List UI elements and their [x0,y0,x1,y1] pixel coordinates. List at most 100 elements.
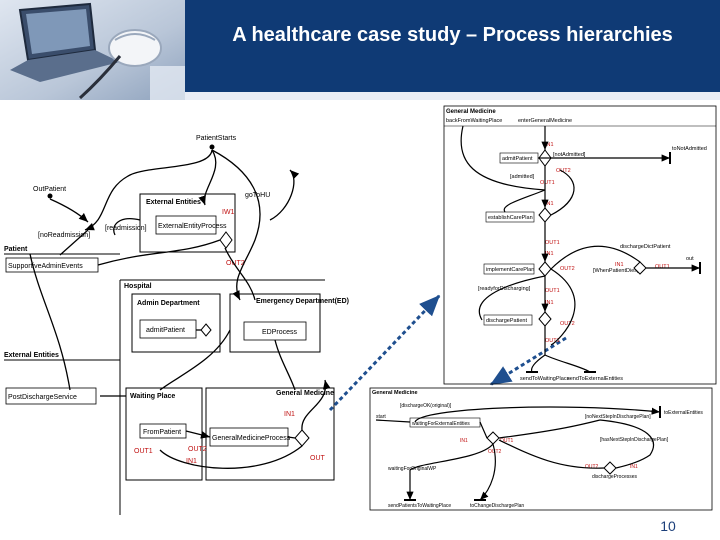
waiting-for-external-entities-label: waitingForExternalEntities [412,421,470,427]
admit-patient-label: admitPatient [502,156,533,162]
has-next-step-label: [hasNextStepInDischargePlan] [600,437,669,443]
laptop-icon [10,2,120,82]
admit-patient-box-left [139,319,197,339]
out1d-label: OUT1 [545,288,560,294]
connector-arrow-bottom [489,336,567,387]
general-medicine-label-left: General Medicine [276,390,334,397]
out-patient-label: OutPatient [33,186,66,193]
left-diamond-1 [219,231,233,249]
emergency-department-box [229,293,321,353]
admin-department-box [131,293,221,353]
ready-for-discharging-label: [readyforDischarging] [478,286,531,292]
from-patient-label: FromPatient [143,429,181,436]
ed-process-label: EDProcess [262,329,298,336]
in1b-label-gm: IN1 [186,458,197,465]
computer-photo-image [0,0,185,100]
out1-label: OUT1 [540,180,555,186]
no-next-step-label: [noNextStepInDischargePlan] [585,414,651,420]
out2b-label: OUT2 [585,464,599,470]
out2c-label: OUT2 [560,321,575,327]
out1c-label: OUT1 [655,264,670,270]
external-entities-bottom-label: External Entities [4,352,59,359]
go-to-hu-label: goToHU [245,192,270,199]
process-diagram: PatientStarts OutPatient [noReadmission]… [4,105,717,515]
out-patient-node [47,193,53,199]
external-entity-process-box [155,215,217,235]
in1-label-gm: IN1 [284,411,295,418]
top-right-header: General Medicine [446,109,496,115]
waiting-place-label: Waiting Place [130,393,175,400]
send-to-waiting-place-label: sendToWaitingPlace [520,376,570,382]
iw1-label: IW1 [222,209,235,216]
top-right-diagram: General Medicine backFromWaitingPlace en… [443,105,717,385]
establish-care-plan-label: establishCarePlan [488,215,533,221]
out2-label: OUT2 [556,168,571,174]
out-label-gm: OUT [310,455,326,462]
out2-label-gm: OUT2 [188,446,207,453]
general-medicine-process-label: GeneralMedicineProcess [212,435,291,442]
banner-divider [185,92,720,100]
discharge-patient-box [483,314,533,326]
top-right-flow-lines [460,125,700,373]
external-entities-box-top [139,193,236,253]
out1-label-wp: OUT1 [134,448,153,455]
hospital-label: Hospital [124,283,152,290]
connector-arrow-top [328,293,442,412]
patient-start-node [209,144,215,150]
not-admitted-label: [notAdmitted] [553,152,586,158]
bottom-right-diagram: General Medicine start [dischargeOK(orig… [369,387,713,511]
admit-patient-label-left: admitPatient [146,327,185,334]
back-from-waiting-place-label: backFromWaitingPlace [446,118,502,124]
emergency-department-label: Emergency Department(ED) [256,298,349,305]
to-external-entities-label: toExternalEntities [664,410,703,416]
left-flow-lines [29,149,331,469]
in1-label: IN1 [460,438,468,444]
discharge-ok-label: [dischargeOK(original)] [400,403,452,409]
to-change-discharge-plan-label: toChangeDischargePlan [470,503,524,509]
out1-label: OUT1 [500,438,514,444]
discharge-processes-label: dischargeProcesses [592,474,638,480]
slide-header: A healthcare case study – Process hierar… [0,0,720,100]
in1c-label: IN1 [545,251,554,257]
post-discharge-service-box [5,387,97,405]
no-readmission-label: [noReadmission] [38,232,90,239]
out2b-label: OUT2 [560,266,575,272]
to-not-admitted-label: toNotAdmitted [672,146,707,152]
patient-region-label: Patient [4,246,28,253]
left-diamond-gm [294,429,310,447]
title-banner [185,0,720,92]
start-label: start [376,414,386,420]
out1e-label: OUT1 [545,338,560,344]
bottom-right-header: General Medicine [372,390,418,396]
in1d-label: IN1 [615,262,624,268]
bottom-right-frame [369,387,713,511]
mouse-icon [78,29,162,100]
admitted-label: [admitted] [510,174,535,180]
page-number: 10 [660,518,676,534]
in1b-label: IN1 [630,464,638,470]
in1b-label: IN1 [545,201,554,207]
enter-general-medicine-label: enterGeneralMedicine [518,118,572,124]
post-discharge-service-label: PostDischargeService [8,394,77,401]
slide-title: A healthcare case study – Process hierar… [232,24,673,46]
patient-starts-label: PatientStarts [196,135,237,142]
out2-label-left: OUT2 [226,260,245,267]
left-diagram: PatientStarts OutPatient [noReadmission]… [4,135,349,515]
out1b-label: OUT1 [545,240,560,246]
implement-care-plan-box [483,263,535,275]
establish-care-plan-box [485,211,535,223]
send-patients-to-waiting-place-label: sendPatientsToWaitingPlace [388,503,451,509]
when-patient-dies-label: [WhenPatientDies] [593,268,639,274]
in1-label: IN1 [545,142,554,148]
in1e-label: IN1 [545,300,554,306]
send-to-external-entities-label: sendToExternalEntities [567,376,623,382]
out-label-tr: out [686,256,694,262]
admin-department-label: Admin Department [137,300,200,307]
external-entities-top-label: External Entities [146,199,201,206]
readmission-label: [readmission] [105,225,147,232]
zoom-connector-arrows [328,293,567,412]
supportive-admin-events-label: SupportiveAdminEvents [8,263,83,270]
top-right-frame [443,105,717,385]
discharge-patient-label: dischargePatient [486,318,527,324]
external-entity-process-label: ExternalEntityProcess [158,223,227,230]
